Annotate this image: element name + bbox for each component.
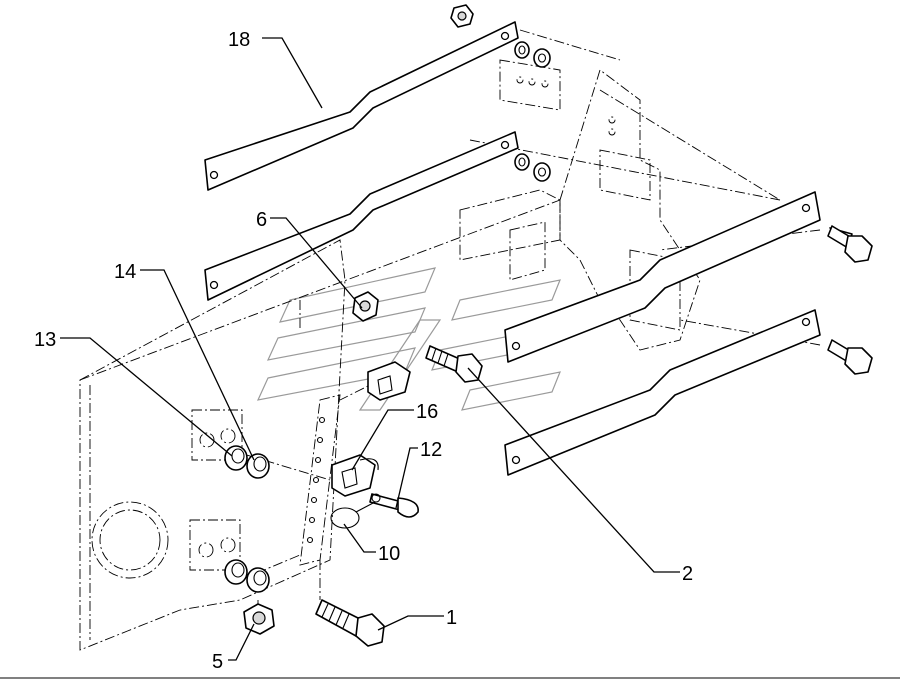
nut-top (450, 4, 474, 28)
strap-upper (204, 21, 519, 191)
bushing-lower-1 (224, 559, 248, 585)
nut-5 (243, 603, 275, 635)
washer-mid-1 (514, 153, 530, 171)
bolt-2 (425, 345, 483, 383)
callout-13: 13 (34, 329, 56, 351)
strap-right-lower (504, 309, 821, 476)
mounting-plate (79, 239, 346, 651)
perforated-bar (299, 394, 341, 566)
callout-6: 6 (256, 209, 267, 231)
clevis-16 (331, 454, 379, 497)
callout-16: 16 (416, 401, 438, 423)
washer-mid-2 (533, 162, 551, 182)
bushing-14 (246, 453, 270, 479)
bolt-right-upper (827, 225, 873, 263)
callout-18: 18 (228, 29, 250, 51)
nut-6 (352, 291, 379, 322)
bolt-1 (315, 599, 385, 647)
callout-1: 1 (446, 607, 457, 629)
callout-5: 5 (212, 651, 223, 673)
bolt-right-lower (827, 339, 873, 375)
callout-labels: 18 6 14 13 16 12 10 2 1 5 (34, 29, 693, 673)
assembly-guide-lines (79, 29, 821, 630)
clevis-upper (367, 361, 411, 401)
pin-12 (369, 493, 419, 518)
ring-10 (330, 501, 376, 529)
leader-lines (60, 37, 680, 661)
bushing-lower-2 (246, 567, 270, 593)
strap-middle (204, 131, 519, 301)
callout-2: 2 (682, 563, 693, 585)
callout-10: 10 (378, 543, 400, 565)
callout-12: 12 (420, 439, 442, 461)
washer-upper-1 (514, 41, 530, 59)
callout-14: 14 (114, 261, 136, 283)
bushing-13 (224, 445, 248, 471)
washer-upper-2 (533, 48, 551, 68)
strap-right-upper (504, 191, 821, 363)
